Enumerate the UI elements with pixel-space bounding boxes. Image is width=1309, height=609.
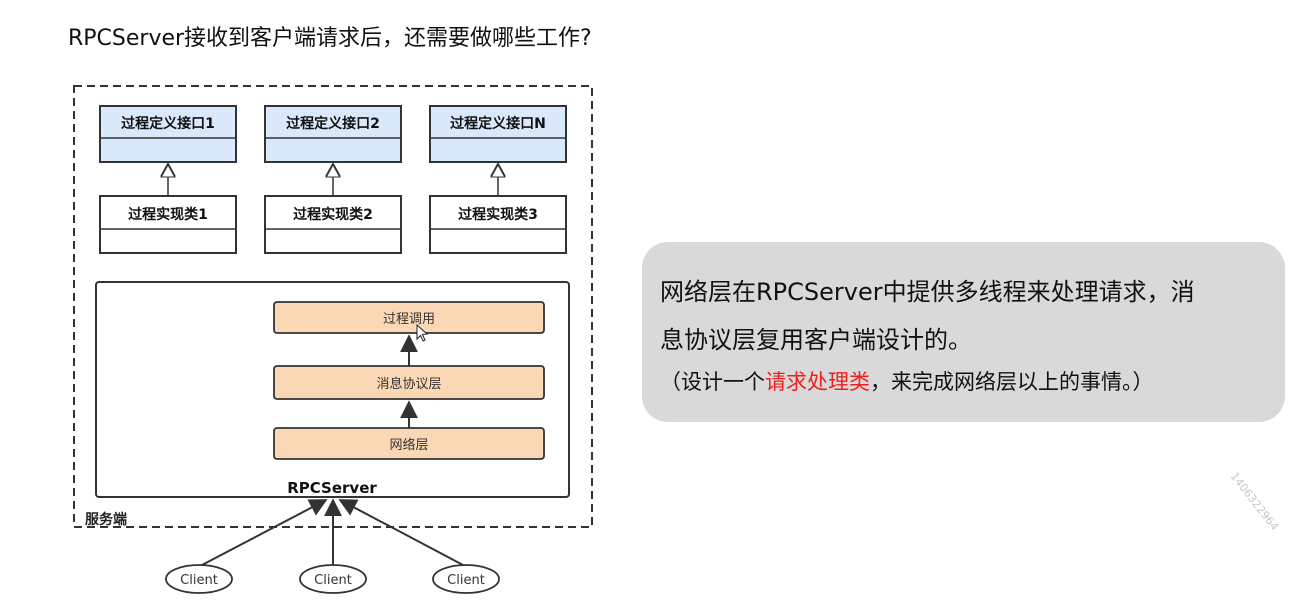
svg-text:过程实现类1: 过程实现类1 <box>128 206 208 223</box>
note-line-1: 网络层在RPCServer中提供多线程来处理请求，消 <box>660 278 1195 306</box>
note-line-3-end: ，来完成网络层以上的事情。） <box>870 370 1154 394</box>
svg-text:过程定义接口2: 过程定义接口2 <box>286 115 380 132</box>
svg-text:网络层: 网络层 <box>389 437 428 453</box>
note-line-3: （设计一个请求处理类，来完成网络层以上的事情。） <box>660 364 1267 400</box>
svg-text:Client: Client <box>180 573 218 588</box>
client-arrow-3 <box>338 499 464 566</box>
layer-message-protocol: 消息协议层 <box>273 365 545 400</box>
note-line-2: 息协议层复用客户端设计的。 <box>660 326 972 354</box>
mouse-cursor-icon <box>416 323 429 342</box>
client-node-1: Client <box>165 564 233 594</box>
explanation-note: 网络层在RPCServer中提供多线程来处理请求，消 息协议层复用客户端设计的。… <box>642 242 1285 422</box>
layer-procedure-call: 过程调用 <box>273 301 545 334</box>
svg-text:Client: Client <box>447 573 485 588</box>
interface-box-1: 过程定义接口1 <box>99 105 237 163</box>
svg-text:过程定义接口1: 过程定义接口1 <box>121 115 215 132</box>
server-boundary <box>73 85 593 528</box>
svg-text:过程实现类2: 过程实现类2 <box>293 206 373 223</box>
interface-box-n: 过程定义接口N <box>429 105 567 163</box>
client-node-2: Client <box>299 564 367 594</box>
svg-text:消息协议层: 消息协议层 <box>376 376 441 392</box>
note-line-3-start: （设计一个 <box>660 370 765 394</box>
note-highlight: 请求处理类 <box>765 370 870 394</box>
page-title: RPCServer接收到客户端请求后，还需要做哪些工作? <box>68 26 592 51</box>
svg-text:Client: Client <box>314 573 352 588</box>
interface-box-2: 过程定义接口2 <box>264 105 402 163</box>
svg-text:过程调用: 过程调用 <box>383 312 435 327</box>
svg-text:过程定义接口N: 过程定义接口N <box>450 115 546 132</box>
svg-text:过程实现类3: 过程实现类3 <box>458 206 538 223</box>
impl-box-3: 过程实现类3 <box>429 195 567 254</box>
impl-box-1: 过程实现类1 <box>99 195 237 254</box>
client-arrow-1 <box>201 499 328 566</box>
layer-network: 网络层 <box>273 427 545 460</box>
server-side-label: 服务端 <box>85 511 127 528</box>
client-node-3: Client <box>432 564 500 594</box>
impl-box-2: 过程实现类2 <box>264 195 402 254</box>
rpc-server-label: RPCServer <box>287 479 377 497</box>
